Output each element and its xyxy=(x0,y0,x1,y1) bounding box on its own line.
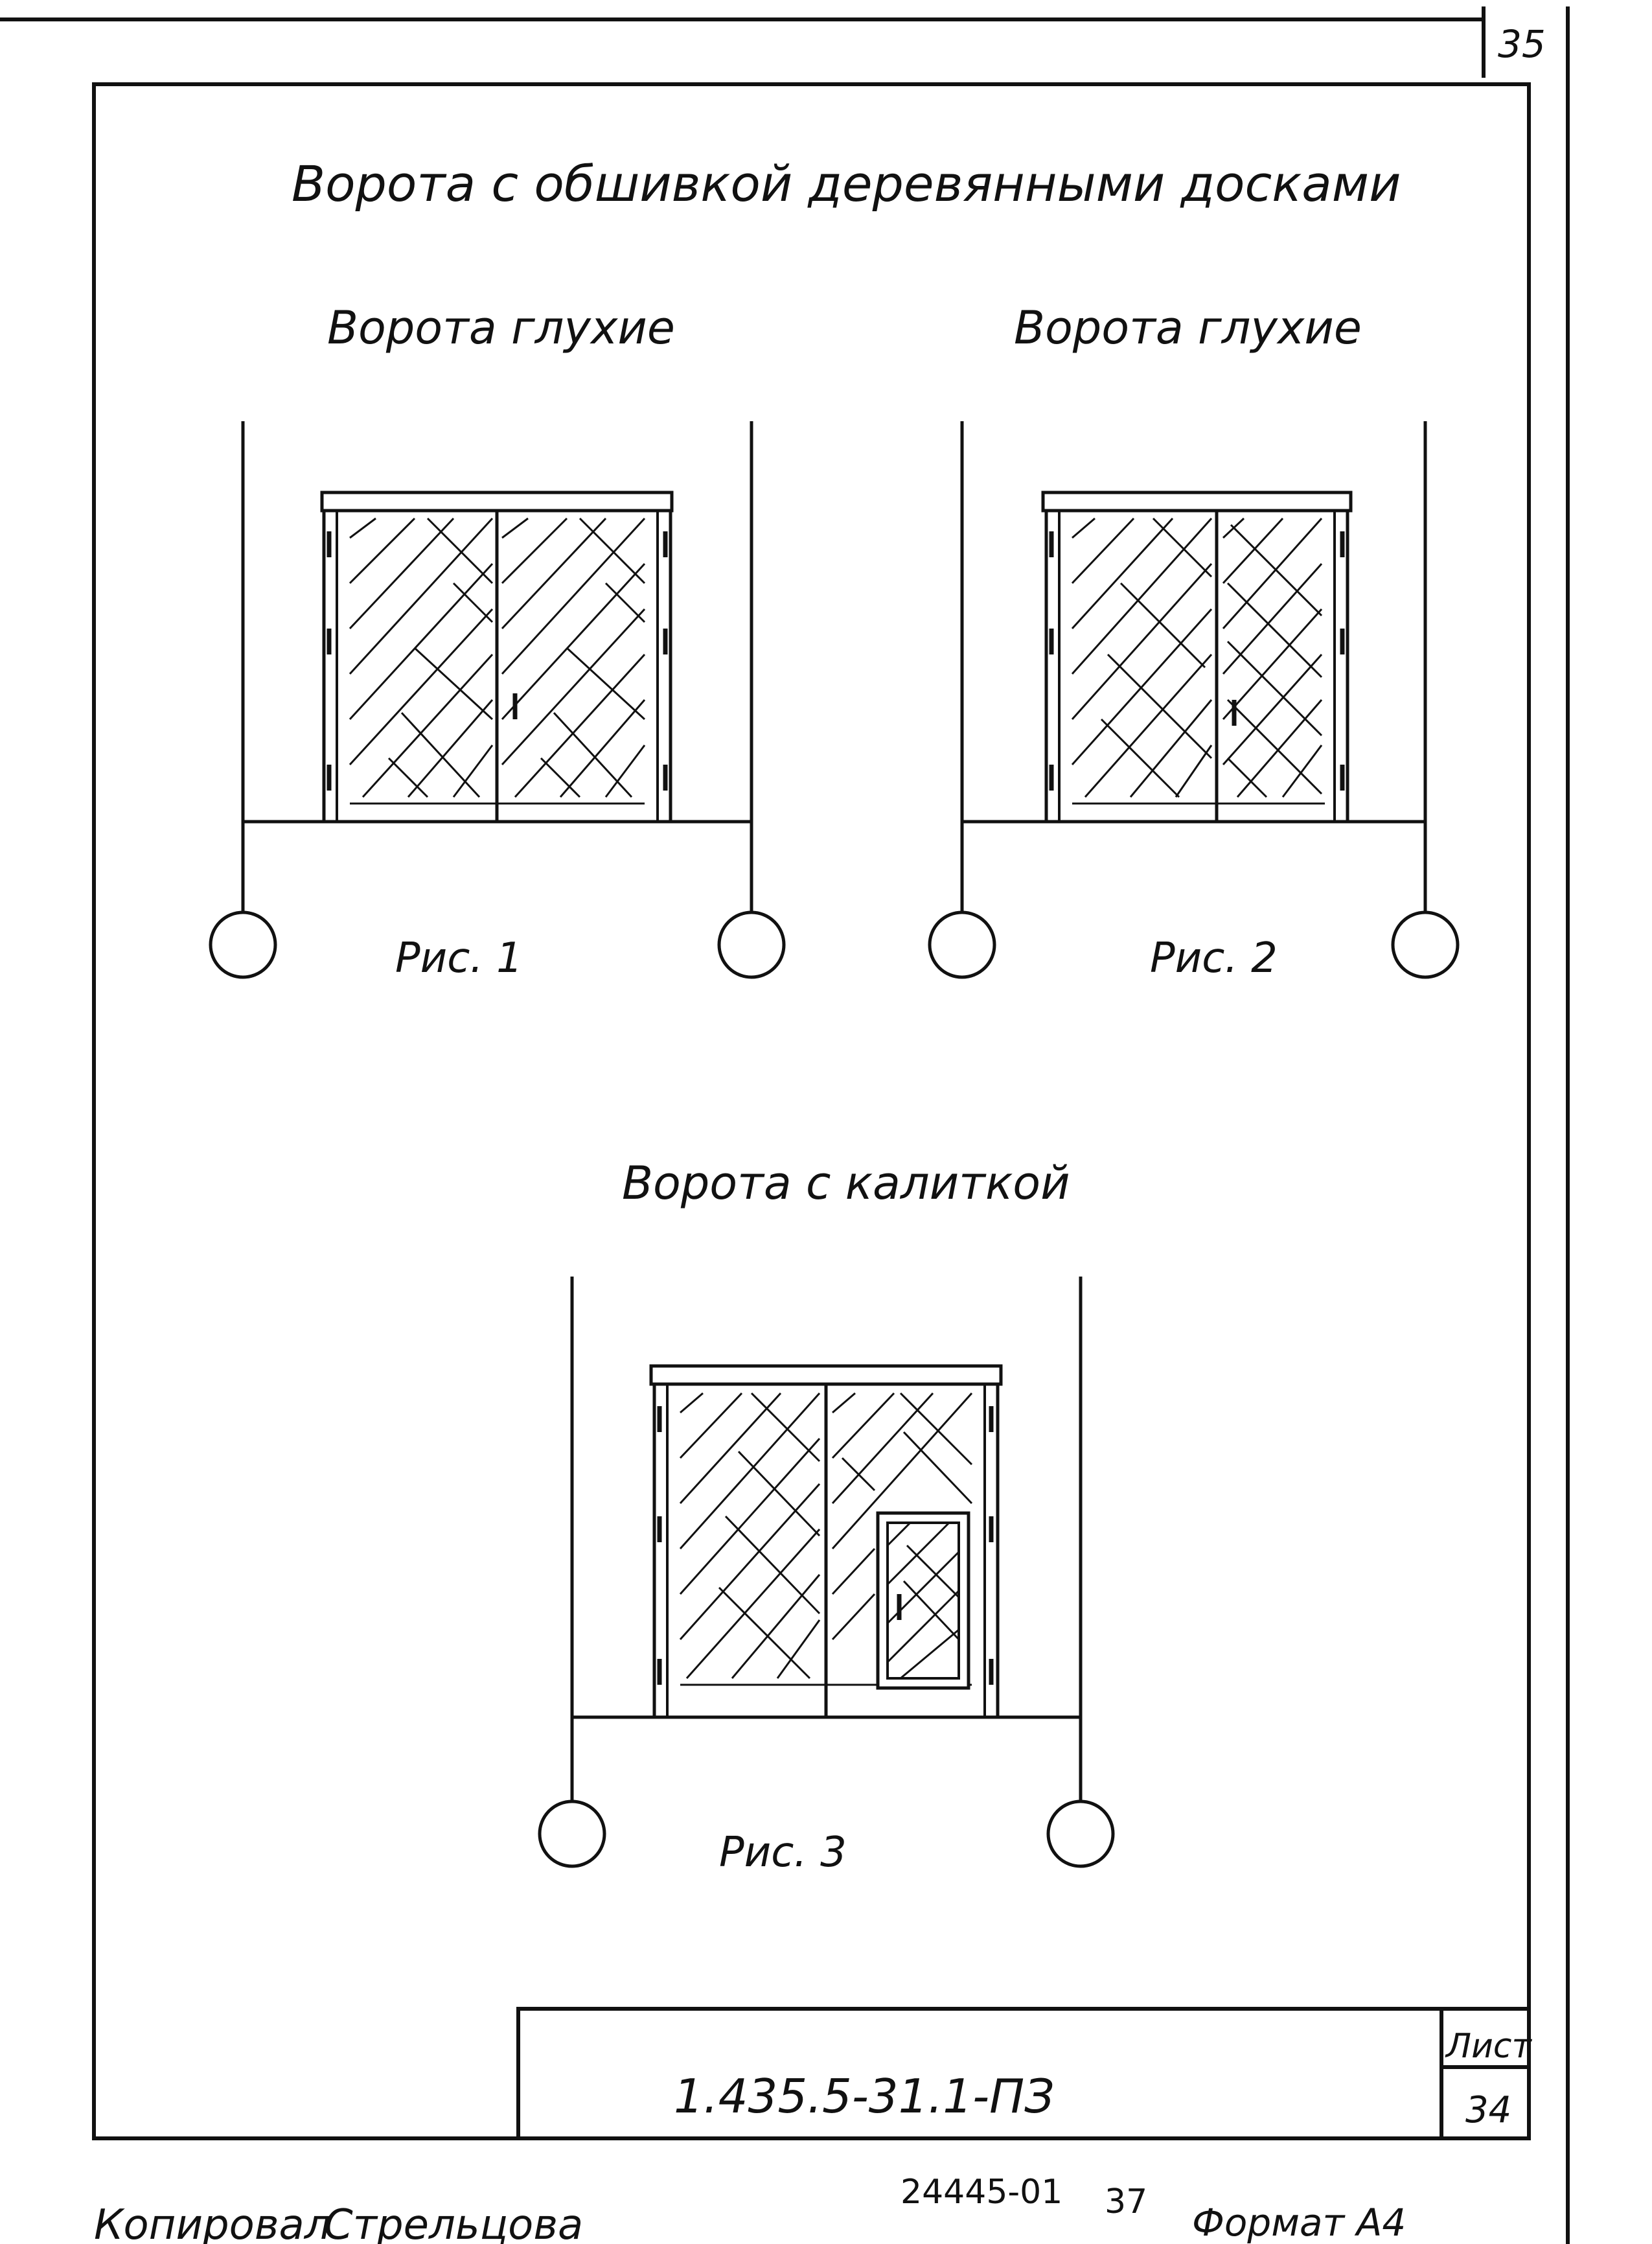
figure-1-boarding xyxy=(349,517,646,798)
figure-2-axis-markers xyxy=(928,910,1460,979)
figure-3: Ворота с калиткой xyxy=(538,1157,1115,1877)
figure-2-caption: Рис. 2 xyxy=(1150,934,1278,982)
title-block-designation: 1.435.5-31.1-ПЗ xyxy=(674,2069,1054,2123)
figure-3-axis-markers xyxy=(538,1799,1115,1868)
title-block-sheet-label: Лист xyxy=(1445,2027,1532,2066)
figure-3-heading: Ворота с калиткой xyxy=(622,1157,1070,1210)
figure-1: Ворота глухие xyxy=(209,301,786,982)
figure-2-hinge-marks xyxy=(1049,531,1345,791)
figure-3-boarding xyxy=(679,1392,973,1680)
title-block xyxy=(516,2007,1531,2140)
figure-1-axis-markers xyxy=(209,910,786,979)
footer-inventory-number: 24445-01 xyxy=(901,2173,1062,2212)
figure-2-boarding xyxy=(1071,517,1323,798)
title-block-sheet-number: 34 xyxy=(1465,2089,1511,2131)
footer-copied-by: Копировал xyxy=(94,2201,331,2244)
figure-1-hinge-marks xyxy=(327,531,668,791)
figure-3-wicket xyxy=(876,1511,970,1690)
figure-1-gate xyxy=(320,491,674,824)
figure-3-hinge-marks xyxy=(657,1406,994,1685)
figure-2-walls xyxy=(960,421,1427,914)
footer-format-label: Формат А4 xyxy=(1192,2201,1406,2244)
figure-2-gate xyxy=(1041,491,1353,824)
figure-3-gate xyxy=(649,1364,1003,1719)
figure-1-caption: Рис. 1 xyxy=(395,934,523,982)
sheet-title: Ворота с обшивкой деревянными досками xyxy=(292,155,1401,213)
figure-3-caption: Рис. 3 xyxy=(719,1829,847,1877)
footer-copier-name: Стрельцова xyxy=(324,2201,583,2244)
figure-2: Ворота глухие xyxy=(928,301,1460,982)
corner-page-number: 35 xyxy=(1498,22,1546,66)
footer-inventory-suffix: 37 xyxy=(1105,2182,1147,2221)
figure-1-heading: Ворота глухие xyxy=(327,301,675,354)
figure-2-heading: Ворота глухие xyxy=(1014,301,1362,354)
